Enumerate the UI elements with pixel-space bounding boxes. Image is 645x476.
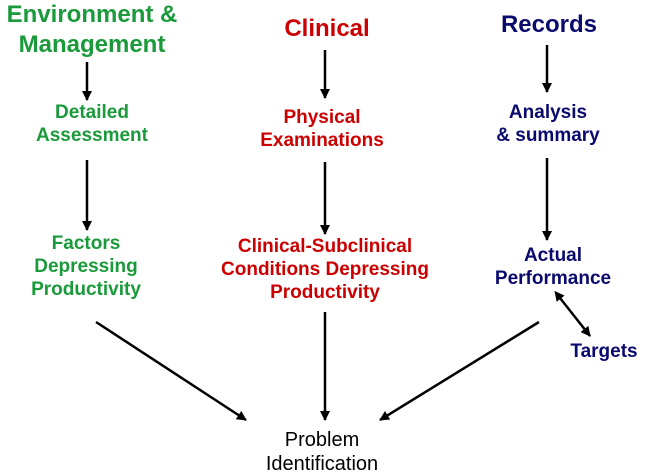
- arrow-factors-to-problem: [95, 320, 247, 422]
- arrow-performance-to-problem: [379, 320, 540, 422]
- label-line: Productivity: [270, 281, 380, 303]
- label-line: Targets: [570, 341, 638, 362]
- label-line: Physical: [283, 107, 361, 128]
- label-line: & summary: [496, 124, 600, 146]
- label-line: Conditions Depressing: [221, 258, 429, 280]
- label-line: Assessment: [36, 124, 148, 146]
- label-line: Examinations: [260, 129, 384, 151]
- label-line: Environment &: [6, 1, 178, 28]
- arrow-performance-targets-bidirectional: [554, 290, 591, 337]
- label-line: Analysis: [508, 102, 588, 123]
- label-line: Management: [18, 31, 166, 58]
- label-line: Clinical: [284, 15, 370, 42]
- label-line: Performance: [494, 267, 612, 289]
- environment-title: Environment & Management: [7, 0, 178, 60]
- label-line: Identification: [265, 453, 379, 475]
- label-line: Problem: [284, 429, 360, 451]
- records-targets: Targets: [570, 341, 637, 364]
- label-line: Records: [500, 11, 598, 38]
- label-line: Productivity: [31, 278, 141, 300]
- label-line: Depressing: [34, 255, 138, 277]
- label-line: Clinical-Subclinical: [237, 236, 413, 257]
- records-analysis-summary: Analysis& summary: [496, 102, 600, 148]
- label-line: Actual: [523, 245, 583, 266]
- clinical-title: Clinical: [284, 14, 369, 44]
- arrows: [82, 45, 591, 422]
- label-line: Factors: [51, 233, 121, 254]
- records-title: Records: [501, 10, 597, 40]
- label-line: Detailed: [55, 102, 129, 123]
